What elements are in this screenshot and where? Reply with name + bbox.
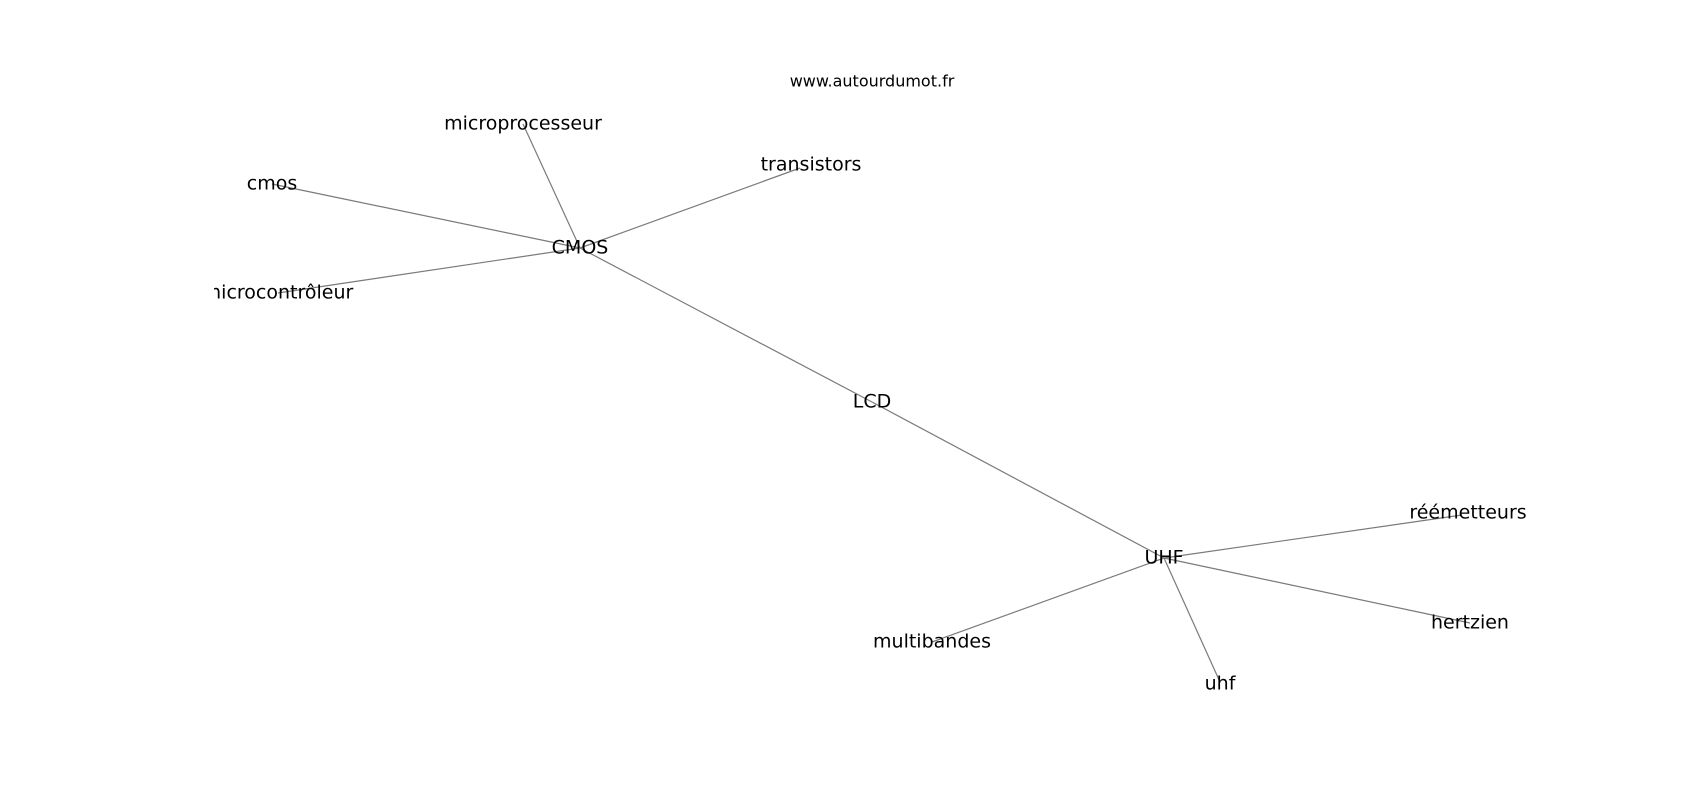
node-transistors: transistors bbox=[761, 154, 862, 176]
node-multibandes: multibandes bbox=[873, 631, 991, 653]
node-hertzien: hertzien bbox=[1431, 612, 1509, 634]
edge-LCD-UHF bbox=[871, 401, 1165, 559]
node-uhf: uhf bbox=[1205, 673, 1237, 695]
node-CMOS: CMOS bbox=[552, 237, 609, 259]
edge-CMOS-cmos bbox=[271, 183, 581, 249]
nodes: LCD CMOS UHF microprocesseur transistors cmos… bbox=[203, 113, 1527, 695]
node-UHF: UHF bbox=[1144, 547, 1183, 569]
node-LCD: LCD bbox=[853, 391, 891, 413]
node-microcontroleur: microcontrôleur bbox=[203, 282, 354, 304]
node-reemetteurs: réémetteurs bbox=[1409, 502, 1526, 524]
edge-CMOS-microprocesseur bbox=[522, 123, 581, 249]
edge-CMOS-transistors bbox=[579, 167, 801, 249]
edge-UHF-multibandes bbox=[931, 557, 1165, 643]
edge-UHF-uhf bbox=[1163, 557, 1221, 683]
edge-CMOS-microcontroleur bbox=[277, 247, 581, 294]
edge-UHF-hertzien bbox=[1163, 557, 1471, 624]
edge-UHF-reemetteurs bbox=[1163, 514, 1463, 559]
watermark: www.autourdumot.fr bbox=[790, 72, 955, 91]
node-microprocesseur: microprocesseur bbox=[444, 113, 602, 135]
edges bbox=[271, 123, 1471, 683]
edge-LCD-CMOS bbox=[579, 247, 873, 403]
node-cmos: cmos bbox=[247, 173, 297, 195]
